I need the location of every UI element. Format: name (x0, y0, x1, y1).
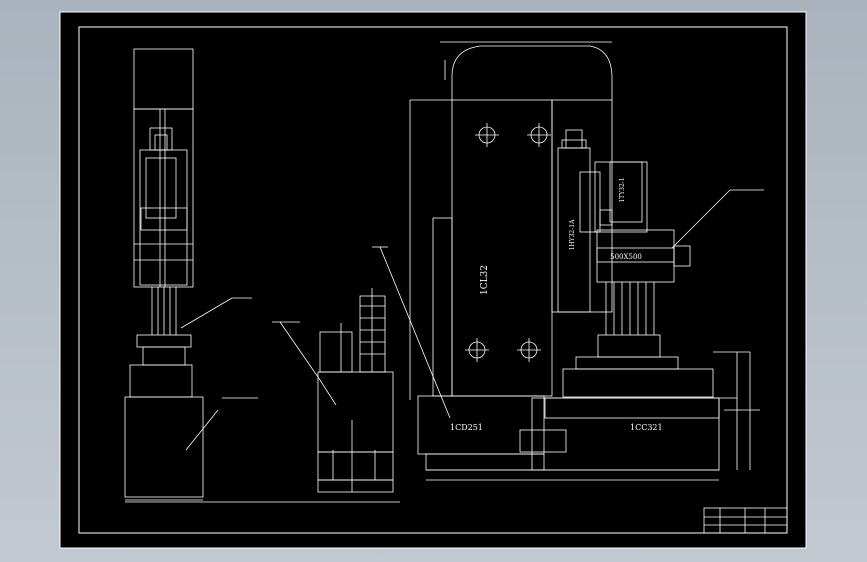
title-block (703, 507, 788, 534)
auxiliary-unit-view (272, 288, 394, 493)
side-view-machine (124, 48, 400, 503)
front-view-machine (372, 41, 764, 481)
drawing-border (78, 26, 788, 534)
label-1cl32: 1CL32 (480, 265, 490, 295)
label-1ty32: 1TY32-1 (619, 177, 626, 202)
label-1cd251: 1CD251 (450, 423, 483, 432)
label-1hy32: 1HY32-1A (569, 219, 576, 250)
label-box: 500X500 (610, 253, 642, 261)
label-1cc321: 1CC321 (630, 423, 663, 432)
